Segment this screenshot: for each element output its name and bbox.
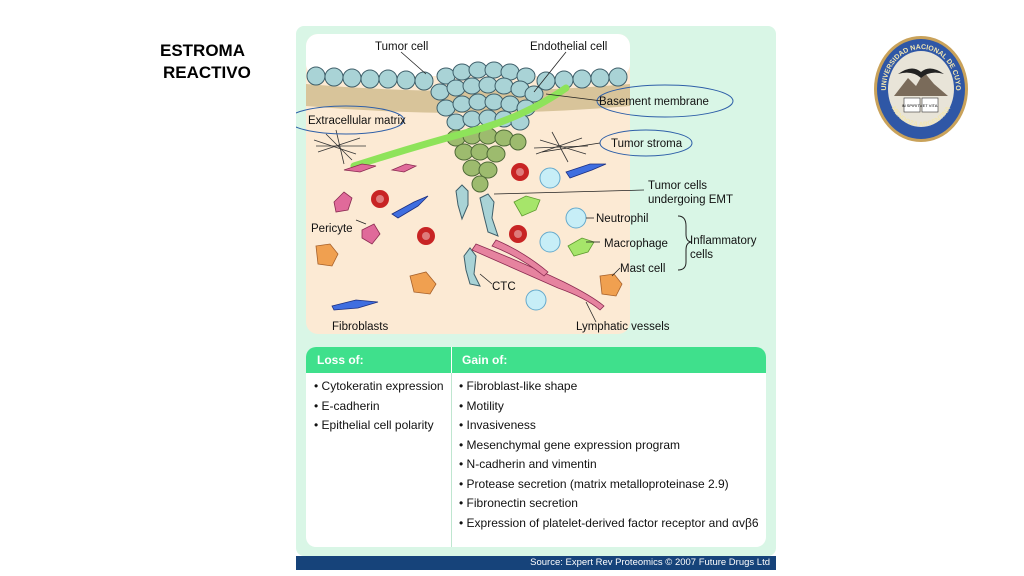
label-tumor-cells-emt-2: undergoing EMT (648, 194, 733, 206)
label-inflammatory-1: Inflammatory (690, 235, 757, 247)
label-basement-membrane: Basement membrane (599, 96, 709, 108)
slide-title: ESTROMA REACTIVO (160, 40, 251, 84)
gain-item: Fibroblast-like shape (459, 377, 759, 397)
leader-lines (355, 51, 645, 323)
macrophage-cells (513, 195, 595, 257)
basement-membrane-oval (596, 84, 734, 118)
label-tumor-stroma: Tumor stroma (611, 138, 683, 150)
red-blood-cells (371, 163, 529, 245)
emt-changes-table: Loss of: Gain of: Cytokeratin expression… (306, 347, 766, 547)
label-endothelial-cell: Endothelial cell (530, 41, 607, 53)
label-pericyte: Pericyte (311, 223, 353, 235)
seal-book-right-text: ET VITA (923, 103, 938, 108)
fibroblast-cells (331, 163, 607, 311)
inflammatory-bracket (677, 215, 693, 271)
label-inflammatory-2: cells (690, 249, 713, 261)
gain-item: Protease secretion (matrix metalloprotei… (459, 475, 759, 495)
gain-item: Expression of platelet-derived factor re… (459, 514, 759, 534)
gain-item: Mesenchymal gene expression program (459, 436, 759, 456)
extracellular-matrix-oval (296, 105, 405, 135)
label-macrophage: Macrophage (604, 238, 668, 250)
gain-item: N-cadherin and vimentin (459, 455, 759, 475)
emt-cells (455, 184, 499, 287)
epithelial-cell-row (306, 66, 628, 91)
gain-item: Invasiveness (459, 416, 759, 436)
gain-item: Motility (459, 397, 759, 417)
tumor-microenvironment-diagram: Tumor cell Endothelial cell Basement mem… (296, 34, 757, 334)
loss-item: Epithelial cell polarity (314, 416, 444, 436)
endothelial-vessel (350, 84, 570, 170)
loss-of-header: Loss of: (317, 353, 364, 367)
extracellular-matrix-fibers (313, 129, 589, 165)
label-neutrophil: Neutrophil (596, 213, 648, 225)
column-divider (451, 373, 452, 547)
label-tumor-cell: Tumor cell (375, 41, 428, 53)
gain-of-header: Gain of: (462, 353, 508, 367)
loss-item: E-cadherin (314, 397, 444, 417)
gain-list: Fibroblast-like shape Motility Invasiven… (459, 377, 759, 533)
source-credit-bar: Source: Expert Rev Proteomics © 2007 Fut… (296, 556, 776, 570)
mast-cells (315, 243, 623, 297)
slide-title-line-2: REACTIVO (163, 63, 251, 82)
slide-title-line-1: ESTROMA (160, 41, 245, 60)
header-divider (451, 347, 452, 373)
source-credit-text: Source: Expert Rev Proteomics © 2007 Fut… (530, 557, 770, 568)
label-mast-cell: Mast cell (620, 263, 665, 275)
loss-list: Cytokeratin expression E-cadherin Epithe… (314, 377, 444, 436)
label-fibroblasts: Fibroblasts (332, 321, 388, 333)
university-seal-logo: UNIVERSIDAD NACIONAL DE CUYO MENDOZA ARG… (874, 36, 968, 142)
lumen-area (306, 34, 630, 76)
loss-item: Cytokeratin expression (314, 377, 444, 397)
label-extracellular-matrix: Extracellular matrix (308, 115, 406, 127)
lymphatic-vessels (471, 239, 605, 311)
pericyte-cells (333, 163, 418, 245)
label-lymphatic-vessels: Lymphatic vessels (576, 321, 670, 333)
label-tumor-cells-emt-1: Tumor cells (648, 180, 707, 192)
gain-item: Fibronectin secretion (459, 494, 759, 514)
label-ctc: CTC (492, 281, 516, 293)
table-header-row: Loss of: Gain of: (306, 347, 766, 373)
seal-book-left-text: IN SPIRITV (902, 103, 923, 108)
